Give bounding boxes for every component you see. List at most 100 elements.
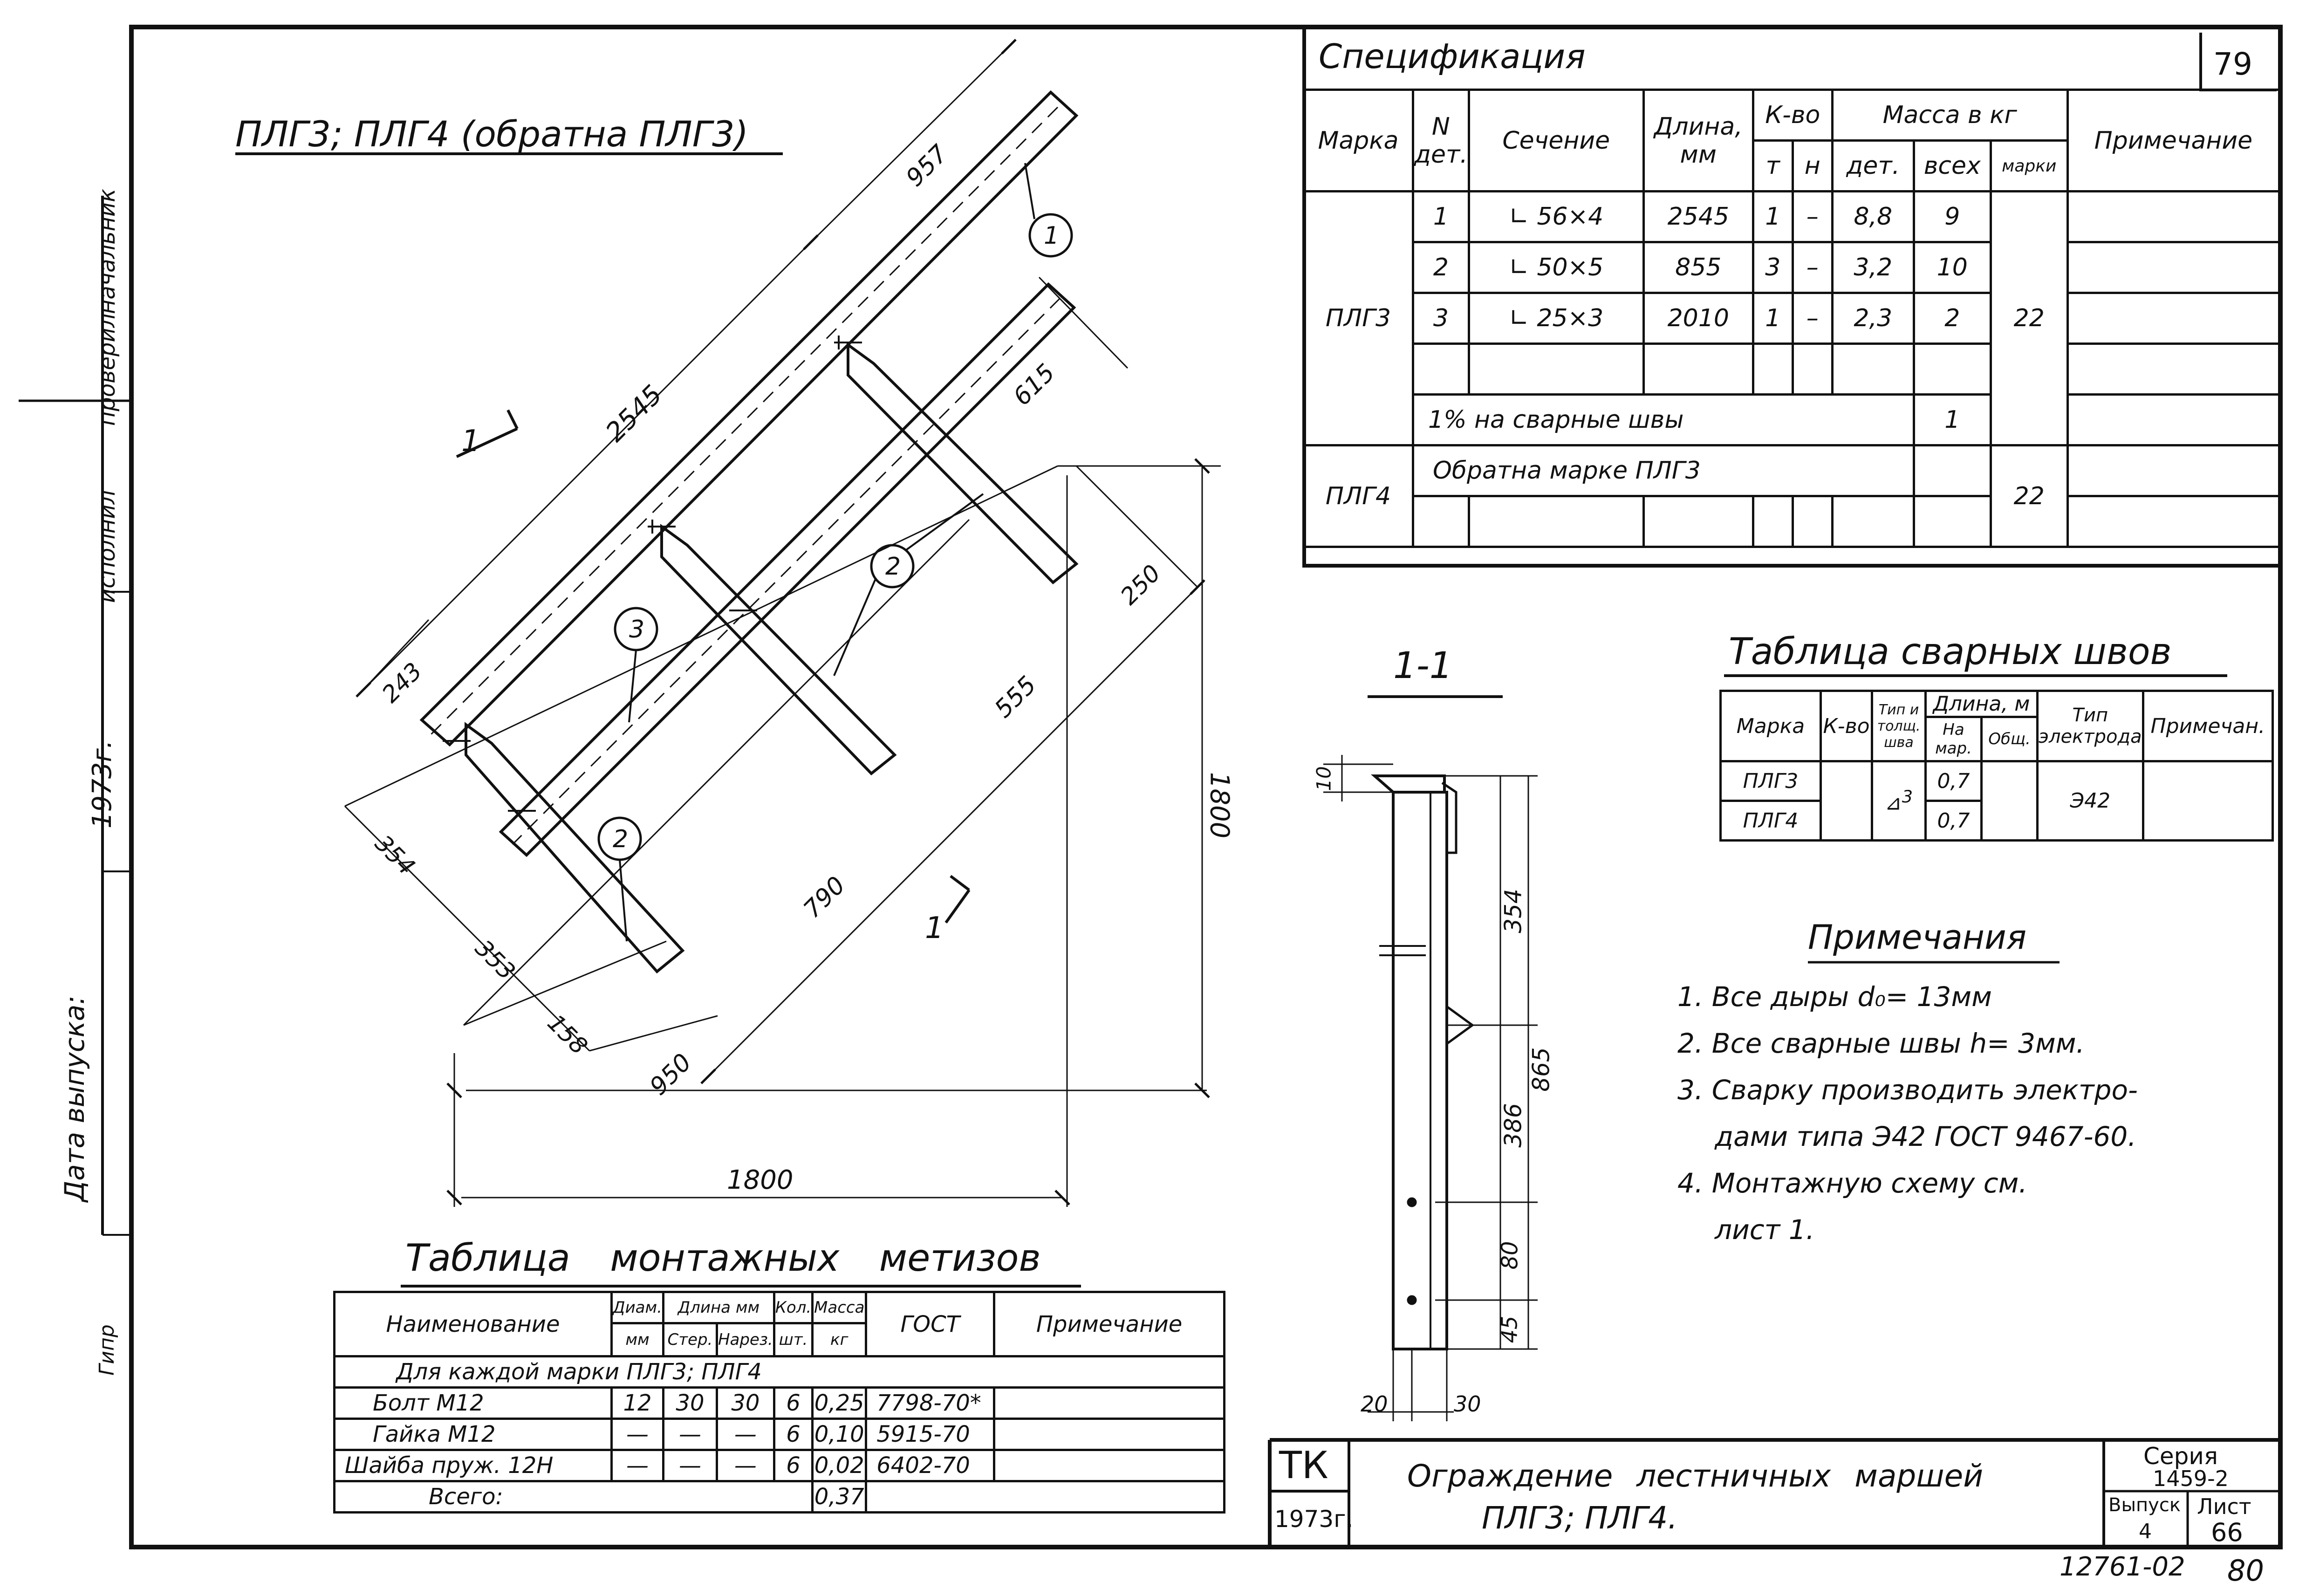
bottom-page: 80 [2227, 1554, 2264, 1588]
weld-table-title: Таблица сварных швов [1729, 631, 2172, 673]
spec-cell [1412, 342, 1470, 396]
spec-cell: 9 [1912, 190, 1992, 243]
weld-h-electrode: Тип электрода [2036, 690, 2144, 762]
spec-mark2-mass: 22 [1989, 444, 2069, 548]
spec-cell [1642, 495, 1754, 548]
post-detail-2-b [660, 524, 897, 776]
bolt-cell: — [662, 1449, 718, 1482]
note-3: 3. Сварку производить электро- [1677, 1074, 2138, 1106]
bolt-h-diam: Диам. [610, 1291, 664, 1324]
weld-table: Марка К-во Тип и толщ. шва Длина, м Тип … [1719, 690, 2274, 842]
weld-cell [1980, 760, 2039, 842]
spec-h-mass: Масса в кг [1831, 89, 2069, 142]
spec-cell [2066, 444, 2281, 497]
bolt-h-name: Наименование [333, 1291, 613, 1357]
dim-1800-horizontal: 1800 [727, 1165, 794, 1195]
weld-h-qty: К-во [1820, 690, 1873, 762]
title-block-sheet-label: Лист [2197, 1494, 2251, 1519]
spec-cell: – [1791, 241, 1834, 294]
spec-cell: ∟ 56×4 [1467, 190, 1645, 243]
notes-title: Примечания [1808, 918, 2027, 957]
spec-cell: 8,8 [1831, 190, 1915, 243]
note-4-cont: лист 1. [1715, 1214, 1815, 1246]
weld-cell: 0,7 [1924, 760, 1983, 802]
spec-cell: 1 [1752, 190, 1794, 243]
spec-cell: 10 [1912, 241, 1992, 294]
callout-circle-2a [870, 544, 915, 589]
spec-cell [2066, 292, 2281, 345]
spec-cell: 2 [1412, 241, 1470, 294]
weld-cell: ПЛГ4 [1719, 800, 1822, 842]
spec-h-qty-t: т [1752, 139, 1794, 192]
spec-cell: 1 [1752, 292, 1794, 345]
spec-cell [1912, 342, 1992, 396]
section-cut-mark-bottom [944, 889, 971, 924]
spec-cell: 3,2 [1831, 241, 1915, 294]
spec-cell: 2010 [1642, 292, 1754, 345]
title-block-sheet-value: 66 [2211, 1518, 2243, 1547]
spec-h-length: Длина, мм [1642, 89, 1754, 192]
spec-cell [1412, 495, 1470, 548]
spec-cell: 3 [1752, 241, 1794, 294]
bolt-cell: — [610, 1418, 664, 1451]
bolt-total-label: Всего: [333, 1480, 814, 1514]
sec-dim-386: 386 [1499, 1103, 1527, 1148]
spec-cell [1912, 495, 1992, 548]
bolt-h-mass: Масса [811, 1291, 868, 1324]
bolt-cell: 30 [662, 1386, 718, 1420]
bolt-cell: 0,10 [811, 1418, 868, 1451]
weld-symbol-icon: ⊿ [1884, 791, 1902, 815]
bolt-cell: 6 [773, 1418, 814, 1451]
section-mark-bottom: 1 [925, 911, 944, 945]
sec-dim-30: 30 [1454, 1391, 1481, 1417]
bolt-cell [994, 1480, 1225, 1514]
weld-cell: Э42 [2036, 760, 2144, 842]
bolt-h-note: Примечание [993, 1291, 1225, 1357]
spec-h-qty-n: н [1791, 139, 1834, 192]
section-mark-top: 1 [461, 424, 480, 459]
spec-cell: 2545 [1642, 190, 1754, 243]
bolt-cell: — [662, 1418, 718, 1451]
bolt-cell [993, 1418, 1225, 1451]
section-cut-mark-top [456, 427, 518, 458]
dim-1800-vertical: 1800 [1204, 772, 1235, 839]
rail-detail-3 [499, 282, 1076, 857]
stamp-org: Гипр [95, 1324, 119, 1376]
weld-h-type: Тип и толщ. шва [1871, 690, 1927, 762]
bolt-cell: 7798-70* [865, 1386, 996, 1420]
bolt-cell: Гайка М12 [333, 1418, 613, 1451]
spec-cell: – [1791, 292, 1834, 345]
bolt-cell: 30 [715, 1386, 775, 1420]
post-detail-2-c [465, 722, 685, 974]
section-post [1392, 791, 1448, 1350]
bolt-h-length: Длина мм [662, 1291, 775, 1324]
section-title: 1-1 [1393, 645, 1453, 687]
spec-cell [2066, 342, 2281, 396]
weld-type: 3 [1902, 787, 1913, 807]
spec-h-mass-mark: марки [1989, 139, 2069, 192]
weld-cell: ⊿3 [1871, 760, 1927, 842]
spec-mark1-mass: 22 [1989, 190, 2069, 446]
bolt-cell: 6 [773, 1449, 814, 1482]
stamp-executed: исполнил [94, 490, 120, 603]
bolt-table-title: Таблица монтажных метизов [405, 1236, 1041, 1280]
title-block-org: ТК [1279, 1444, 1328, 1487]
spec-mark-plg3: ПЛГ3 [1302, 190, 1414, 446]
bolt-cell: 5915-70 [865, 1418, 996, 1451]
rail-detail-1 [419, 90, 1079, 747]
bolt-cell: — [610, 1449, 664, 1482]
title-block-title-1: Ограждение лестничных маршей [1407, 1458, 1984, 1494]
bolt-h-len-rod: Стер. [662, 1322, 718, 1357]
weld-h-len-mark: На мар. [1924, 716, 1983, 762]
spec-cell [1642, 342, 1754, 396]
spec-cell [2066, 241, 2281, 294]
weld-h-mark: Марка [1719, 690, 1822, 762]
spec-cell [2066, 495, 2281, 548]
weld-cell [1820, 760, 1873, 842]
spec-cell [1831, 495, 1915, 548]
stamp-head: начальник [94, 188, 120, 314]
bolt-cell: 6 [773, 1386, 814, 1420]
sheet-number: 79 [2213, 46, 2252, 82]
spec-cell [1912, 444, 1992, 496]
